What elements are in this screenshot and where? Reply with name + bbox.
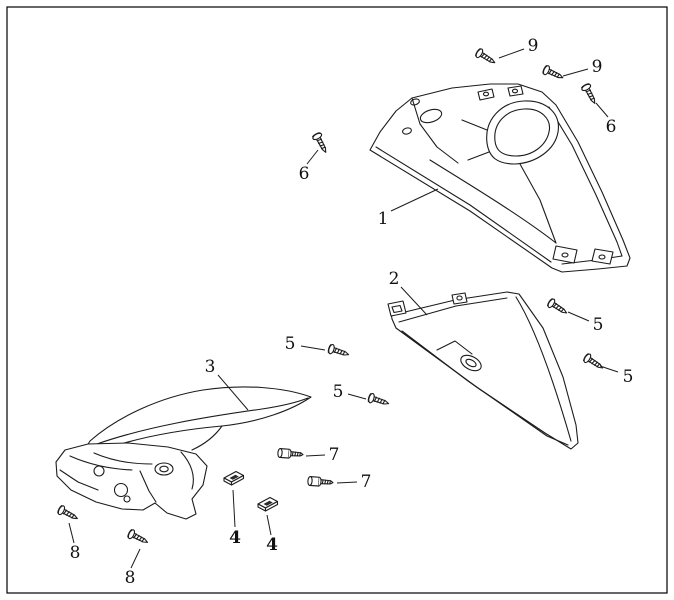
part-1-outline [369,83,631,273]
part-2-inner-curve [515,296,572,442]
callout-9b: 9 [592,57,603,77]
part-2-inner-top-edge [398,297,508,323]
part-1-tab-b [507,85,524,97]
part-2-corner-bracket [387,300,407,317]
part-1-bottom-tab-a-hole [561,252,569,258]
part-2-grommet-outer [460,354,482,372]
part-1-inner-edge-bottom [375,146,552,263]
part-1-hole-small [410,98,420,106]
leader-5d [347,393,367,400]
callout-4a: 4 [229,528,241,548]
callout-5b: 5 [593,315,604,335]
screw-5b-icon [545,297,570,318]
screw-8b-icon [126,528,151,548]
part-3-bracket-crease-c [180,451,194,490]
callout-8b: 8 [125,568,136,588]
part-1-mid-crease [429,159,557,244]
part-1-tab-a [477,88,495,101]
bolt-7b-icon [307,475,334,488]
leader-8a [68,522,75,544]
part-1-loop-to-edge [519,163,557,244]
part-1-tab-b-hole [511,88,519,94]
part-3-bracket-outline [55,442,208,520]
leader-9a [498,48,525,59]
part-3-bracket-crease-a [69,455,133,471]
leader-9b [562,68,589,77]
leader-4a [232,489,236,528]
part-2-top-bracket-hole [456,295,463,301]
callout-labels: 9 9 6 6 1 2 5 5 5 5 3 7 7 4 4 8 8 [70,36,634,588]
screw-5d-icon [366,392,391,409]
leader-4b [266,514,272,536]
part-1-bottom-tab-b [591,248,614,265]
leader-5c [599,365,619,373]
callout-6b: 6 [299,164,310,184]
part-1-bracket-loop-inner [494,108,551,157]
part-3-grommet-inner [159,465,169,473]
screw-5a-icon [326,343,351,360]
part-3-hole-b [113,482,129,498]
part-1-rear-fender [369,83,631,273]
leader-8b [130,548,141,569]
part-2-corner-bracket-inner [391,304,403,314]
part-2-top-bracket [451,292,468,305]
part-1-plate-crease [411,97,459,164]
callout-2: 2 [389,269,400,289]
part-3-edge-return [191,425,223,451]
screw-6b-icon [311,131,331,156]
screw-9a-icon [473,47,498,68]
callout-8a: 8 [70,543,81,563]
part-1-bottom-tab-a [552,245,578,264]
leader-1 [390,188,439,212]
part-1-loop-connectors [461,119,490,161]
part-1-tab-a-hole [482,91,490,97]
part-1-boss [402,127,412,135]
callout-5d: 5 [333,382,344,402]
callout-3: 3 [205,357,216,377]
leader-6a [595,102,609,118]
part-3-underside-line [93,452,153,465]
diagram-border [6,6,668,594]
bolt-7a-icon [277,447,304,460]
callout-7a: 7 [329,445,340,465]
leader-7a [305,454,326,457]
part-2-grommet-inner [465,358,477,368]
leader-2 [400,286,428,316]
leader-5b [567,311,590,322]
screw-5c-icon [581,352,606,373]
part-3-hole-c [123,495,131,503]
callout-4b: 4 [266,535,278,555]
part-3-front-fender [55,386,312,520]
callout-9a: 9 [528,36,539,56]
part-1-bottom-tab-b-hole [598,254,606,260]
part-2-side-cover [387,291,579,450]
part-3-bracket-crease-d [59,469,99,491]
leader-3 [217,374,249,411]
part-2-outline [389,291,579,450]
leader-6b [306,149,319,165]
screw-9b-icon [541,64,566,83]
clip-4a-icon [223,470,245,486]
clip-4b-icon [257,496,279,512]
part-2-detail-lines [436,340,473,355]
part-3-bracket-crease-b [139,470,157,503]
part-3-grommet-outer [154,462,174,476]
leader-5a [300,345,326,351]
part-1-inner-edge-right [548,106,623,257]
callout-7b: 7 [361,472,372,492]
part-1-hole-large [419,108,443,124]
callout-6a: 6 [606,117,617,137]
leader-7b [336,481,358,484]
callout-1: 1 [378,209,389,229]
callout-5c: 5 [623,367,634,387]
leader-lines [68,48,619,569]
part-2-inner-bottom-edge [401,330,569,446]
screw-8a-icon [56,504,81,524]
screw-6a-icon [580,82,600,107]
part-3-blade-fold-line [96,397,309,445]
callout-5a: 5 [285,334,296,354]
